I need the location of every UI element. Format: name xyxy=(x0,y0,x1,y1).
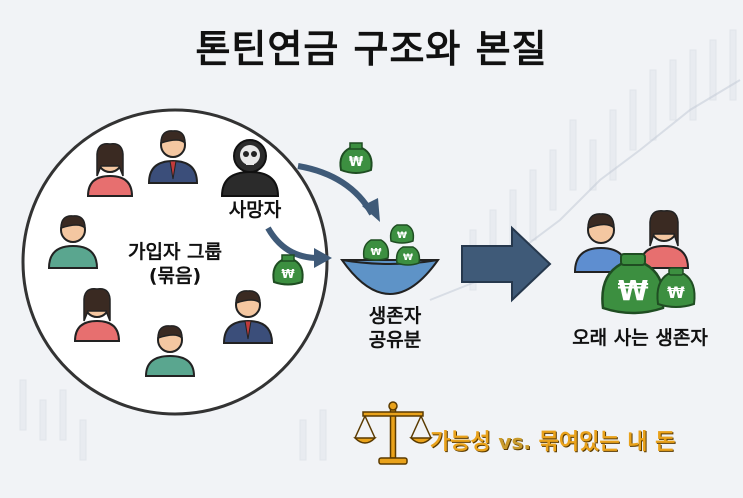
caption-locked-money: 묶여있는 내 돈 xyxy=(538,430,676,455)
page-title: 톤틴연금 구조와 본질 xyxy=(195,27,548,71)
survivor-pool-label-line1: 생존자 xyxy=(368,305,422,327)
money-bag-icon-large: ₩ xyxy=(601,253,665,315)
member-group-label: 가입자 그룹 (묶음) xyxy=(110,240,240,288)
svg-text:₩: ₩ xyxy=(349,155,364,170)
arrow-from-group xyxy=(265,226,319,261)
money-bag-icon-left: ₩ xyxy=(272,254,304,286)
money-bag-icon-top: ₩ xyxy=(339,142,373,174)
deceased-label: 사망자 xyxy=(228,199,282,221)
member-icon-1 xyxy=(86,143,134,197)
long-lived-survivor-label: 오래 사는 생존자 xyxy=(572,327,708,349)
survivor-icon-woman xyxy=(638,210,690,269)
pool-bowl-icon: ₩ ₩ ₩ xyxy=(340,224,440,295)
survivor-icon-man xyxy=(573,213,629,273)
survivor-pool-label-line2: 공유분 xyxy=(368,329,422,351)
member-icon-4 xyxy=(73,288,121,342)
svg-text:₩: ₩ xyxy=(281,267,295,281)
svg-text:₩: ₩ xyxy=(618,274,649,307)
svg-text:₩: ₩ xyxy=(403,253,413,263)
money-bag-icon-medium: ₩ xyxy=(656,267,696,308)
survivor-pool-label: 생존자 공유분 xyxy=(345,304,445,352)
member-icon-6 xyxy=(222,290,274,344)
member-group-label-line1: 가입자 그룹 xyxy=(127,241,222,263)
skull-icon xyxy=(220,139,280,197)
right-arrow-icon xyxy=(461,225,552,303)
bottom-caption: 가능성 vs. 묶여있는 내 돈 xyxy=(430,424,720,456)
balance-scale-icon xyxy=(353,401,433,465)
member-icon-5 xyxy=(144,325,196,377)
caption-vs: vs. xyxy=(498,430,531,454)
caption-possibility: 가능성 xyxy=(430,430,491,455)
svg-text:₩: ₩ xyxy=(667,283,685,302)
svg-text:₩: ₩ xyxy=(370,247,381,258)
svg-text:₩: ₩ xyxy=(397,231,407,241)
member-icon-2 xyxy=(147,130,199,184)
member-icon-3 xyxy=(47,215,99,269)
member-group-label-line2: (묶음) xyxy=(148,265,202,287)
